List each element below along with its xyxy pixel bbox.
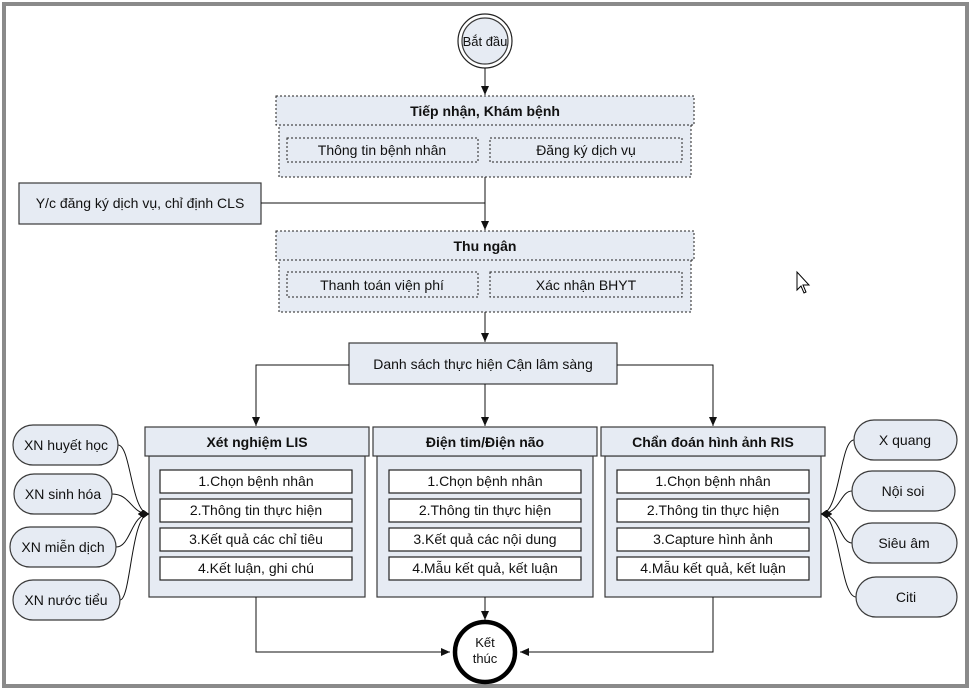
clinical-list-label: Danh sách thực hiện Cận lâm sàng [373, 356, 593, 372]
ecg-step-2-label: 2.Thông tin thực hiện [419, 502, 551, 518]
start-label: Bắt đầu [463, 34, 508, 49]
imaging-type-ultrasound [851, 522, 958, 564]
clinical-list-node: Danh sách thực hiện Cận lâm sàng [348, 342, 618, 385]
lab-type-hematology-label: XN huyết học [24, 437, 108, 453]
lab-step-3 [159, 527, 353, 552]
cashier-item-fee-payment [286, 271, 479, 298]
reception-group: Tiếp nhận, Khám bệnh Thông tin bệnh nhân… [275, 95, 695, 178]
department-ris: Chẩn đoán hình ảnh RIS 1.Chọn bệnh nhân … [600, 426, 826, 598]
imaging-type-endoscopy-label: Nội soi [882, 483, 925, 499]
arrow-ris-to-end [520, 597, 714, 656]
ecg-step-2 [388, 498, 582, 523]
ris-step-2-label: 2.Thông tin thực hiện [647, 502, 779, 518]
department-lab-title: Xét nghiệm LIS [206, 434, 307, 450]
ris-step-4-label: 4.Mẫu kết quả, kết luận [640, 560, 786, 576]
lab-type-urine [12, 579, 121, 621]
imaging-type-xray [853, 419, 958, 461]
ris-step-1-label: 1.Chọn bệnh nhân [655, 473, 770, 489]
lab-type-biochemistry-label: XN sinh hóa [25, 486, 101, 502]
connector-imaging-type-4 [820, 510, 857, 598]
ecg-step-4 [388, 556, 582, 581]
mouse-cursor-icon [796, 270, 811, 294]
ecg-step-3-label: 3.Kết quả các nội dung [413, 531, 556, 547]
ris-step-2 [616, 498, 810, 523]
department-lab: Xét nghiệm LIS 1.Chọn bệnh nhân 2.Thông … [144, 426, 370, 598]
imaging-types-group: X quang Nội soi Siêu âm Citi [820, 419, 958, 618]
ecg-step-1-label: 1.Chọn bệnh nhân [427, 473, 542, 489]
lab-step-3-label: 3.Kết quả các chỉ tiêu [189, 531, 323, 547]
ris-step-4 [616, 556, 810, 581]
lab-step-1 [159, 469, 353, 494]
reception-item-service-registration-label: Đăng ký dịch vụ [536, 142, 636, 158]
lab-type-hematology [12, 424, 119, 466]
lab-type-immunology [9, 526, 117, 568]
ecg-step-4-label: 4.Mẫu kết quả, kết luận [412, 560, 558, 576]
imaging-type-endoscopy [851, 470, 956, 512]
lab-types-group: XN huyết học XN sinh hóa XN miễn dịch XN… [9, 424, 150, 621]
arrow-list-to-ris [617, 364, 717, 426]
arrow-list-to-lab [252, 364, 349, 426]
ris-step-3 [616, 527, 810, 552]
request-label: Y/c đăng ký dịch vụ, chỉ định CLS [36, 195, 245, 211]
cashier-item-fee-payment-label: Thanh toán viện phí [320, 277, 444, 293]
lab-step-4-label: 4.Kết luận, ghi chú [198, 560, 314, 576]
request-node: Y/c đăng ký dịch vụ, chỉ định CLS [18, 182, 262, 225]
cashier-item-insurance-confirm [489, 271, 683, 298]
arrow-lab-to-end [255, 597, 450, 656]
cashier-group: Thu ngân Thanh toán viện phí Xác nhận BH… [275, 230, 695, 313]
end-label-line-2: thúc [473, 651, 498, 666]
lab-step-2-label: 2.Thông tin thực hiện [190, 502, 322, 518]
imaging-type-ct [855, 576, 958, 618]
imaging-type-ultrasound-label: Siêu âm [878, 535, 929, 551]
ecg-step-1 [388, 469, 582, 494]
reception-title: Tiếp nhận, Khám bệnh [410, 103, 560, 119]
end-label-line-1: Kết [475, 635, 495, 650]
connector-lab-type-4 [119, 510, 150, 601]
lab-step-1-label: 1.Chọn bệnh nhân [198, 473, 313, 489]
imaging-type-ct-label: Citi [896, 589, 916, 605]
department-ris-title: Chẩn đoán hình ảnh RIS [632, 434, 794, 450]
lab-type-urine-label: XN nước tiểu [24, 592, 107, 608]
lab-type-biochemistry [13, 473, 113, 515]
ris-step-3-label: 3.Capture hình ảnh [653, 531, 773, 547]
reception-item-patient-info-label: Thông tin bệnh nhân [318, 142, 446, 158]
ris-step-1 [616, 469, 810, 494]
reception-item-patient-info [286, 137, 479, 163]
end-node: Kết thúc [452, 619, 518, 685]
reception-item-service-registration [489, 137, 683, 163]
department-ecg-eeg-title: Điện tim/Điện não [426, 434, 544, 450]
lab-step-4 [159, 556, 353, 581]
cashier-item-insurance-confirm-label: Xác nhận BHYT [536, 277, 637, 293]
start-node: Bắt đầu [457, 13, 513, 69]
department-ecg-eeg: Điện tim/Điện não 1.Chọn bệnh nhân 2.Thô… [372, 426, 598, 598]
lab-type-immunology-label: XN miễn dịch [21, 539, 104, 555]
cashier-title: Thu ngân [454, 238, 517, 254]
imaging-type-xray-label: X quang [879, 432, 931, 448]
lab-step-2 [159, 498, 353, 523]
ecg-step-3 [388, 527, 582, 552]
